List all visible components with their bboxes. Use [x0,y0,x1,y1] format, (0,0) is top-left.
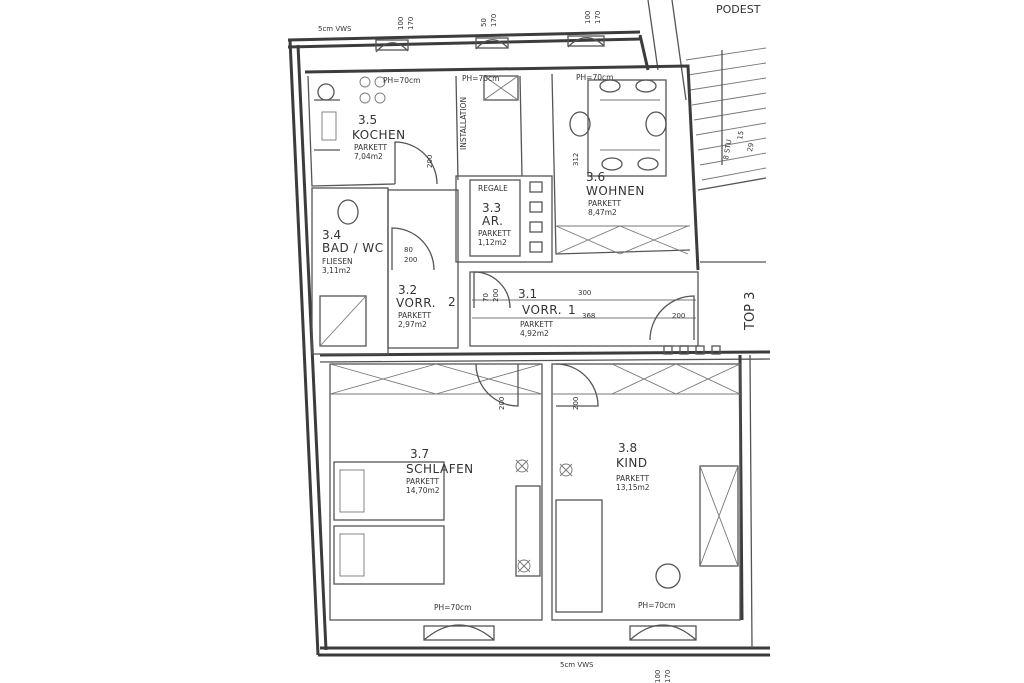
plant-icons [515,459,573,573]
hall-length-dim: 368 [582,312,595,320]
entrance-door-dim: 200 [672,312,685,320]
top-window-3-a: 100 [584,11,592,24]
bedroom-floor: PARKETT [406,477,439,486]
bath-name: BAD / WC [322,241,384,255]
plant-icon [517,559,531,573]
plant-icon [559,463,573,477]
bottom-wall-note: 5cm VWS [560,661,594,669]
top-window-2-a: 50 [480,18,488,27]
bedroom-name: SCHLAFEN [406,462,474,476]
stair-count: 8 STU [722,139,733,161]
top-windows: 100 170 50 170 100 170 [375,11,605,53]
bedroom-number: 3.7 [410,447,429,461]
living-parapet: PH=70cm [576,73,613,82]
hall-area: 4,92m2 [520,329,549,338]
hall-number: 3.1 [518,287,537,301]
kitchen-door-dim: 200 [426,155,434,168]
child-name: KIND [616,456,648,470]
bottom-window-a: 100 [654,670,662,683]
kitchen-name: KOCHEN [352,128,406,142]
pantry-strip: PH=70cm INSTALLATION [459,74,523,177]
bath-number: 3.4 [322,228,341,242]
bedroom-parapet: PH=70cm [434,603,471,612]
top-window-2-b: 170 [490,14,498,27]
child-number: 3.8 [618,441,637,455]
landing-label: PODEST [716,3,761,16]
hall-door-a: 70 [482,293,490,302]
installation-label: INSTALLATION [459,97,468,150]
hall-mark-a: 2 [448,295,456,309]
kitchen-parapet: PH=70cm [383,76,420,85]
storage-name: AR. [482,214,503,228]
unit-label: TOP 3 [743,292,758,331]
bottom-window-b: 170 [664,670,672,683]
bath-door-b: 200 [404,256,417,264]
child-floor: PARKETT [616,474,649,483]
hall-door-b: 200 [492,289,500,302]
bedroom-area: 14,70m2 [406,486,440,495]
storage-floor: PARKETT [478,229,511,238]
room-bedroom: 200 3.7 SCHLAFEN PARKETT 14,70m2 PH=70cm [329,363,543,621]
kitchen-area: 7,04m2 [354,152,383,161]
living-height-dim: 312 [572,153,580,166]
hall-mark-b: 1 [568,303,576,317]
pantry-label: PH=70cm [462,74,499,83]
stair-tread: 29 [746,142,755,152]
storage-area: 1,12m2 [478,238,507,247]
plant-icon [515,459,529,473]
top-wall-note: 5cm VWS [318,25,352,33]
living-number: 3.6 [586,170,605,184]
staircase: PODEST 8 STU 15 29 [647,0,767,263]
living-area: 8,47m2 [588,208,617,217]
kitchen-floor: PARKETT [354,143,387,152]
top-window-1-b: 170 [407,17,415,30]
foyer-name: VORR. [396,296,436,310]
stair-rise: 15 [736,130,745,140]
room-bath: 3.4 BAD / WC FLIESEN 3,11m2 [311,187,389,355]
bath-door-a: 80 [404,246,413,254]
top-window-1-a: 100 [397,17,405,30]
foyer-floor: PARKETT [398,311,431,320]
child-area: 13,15m2 [616,483,650,492]
top-window-3-b: 170 [594,11,602,24]
storage-shelves: REGALE [478,184,508,193]
room-hall: 70 200 3.1 300 VORR. 1 2 368 PARKETT 4,9… [448,271,758,355]
child-door-dim: 200 [572,397,580,410]
room-storage: REGALE 3.3 AR. PARKETT 1,12m2 [455,175,553,263]
room-kitchen: PH=70cm 3.5 KOCHEN PARKETT 7,04m2 200 [307,75,459,187]
hall-name: VORR. [522,303,562,317]
bath-floor: FLIESEN [322,257,353,266]
storage-number: 3.3 [482,201,501,215]
living-name: WOHNEN [586,184,645,198]
living-floor: PARKETT [588,199,621,208]
room-child: 200 3.8 KIND PARKETT 13,15m2 PH=70cm [551,363,741,621]
bottom-windows: 100 170 [423,624,697,683]
hall-width-dim: 300 [578,289,591,297]
bath-area: 3,11m2 [322,266,351,275]
hall-floor: PARKETT [520,320,553,329]
room-foyer: 80 200 3.2 VORR. PARKETT 2,97m2 [387,189,459,349]
room-living: PH=70cm 3.6 WOHNEN PARKETT 8,47m2 312 [551,73,691,255]
foyer-area: 2,97m2 [398,320,427,329]
foyer-number: 3.2 [398,283,417,297]
bedroom-door-dim: 200 [498,397,506,410]
child-parapet: PH=70cm [638,601,675,610]
kitchen-number: 3.5 [358,113,377,127]
